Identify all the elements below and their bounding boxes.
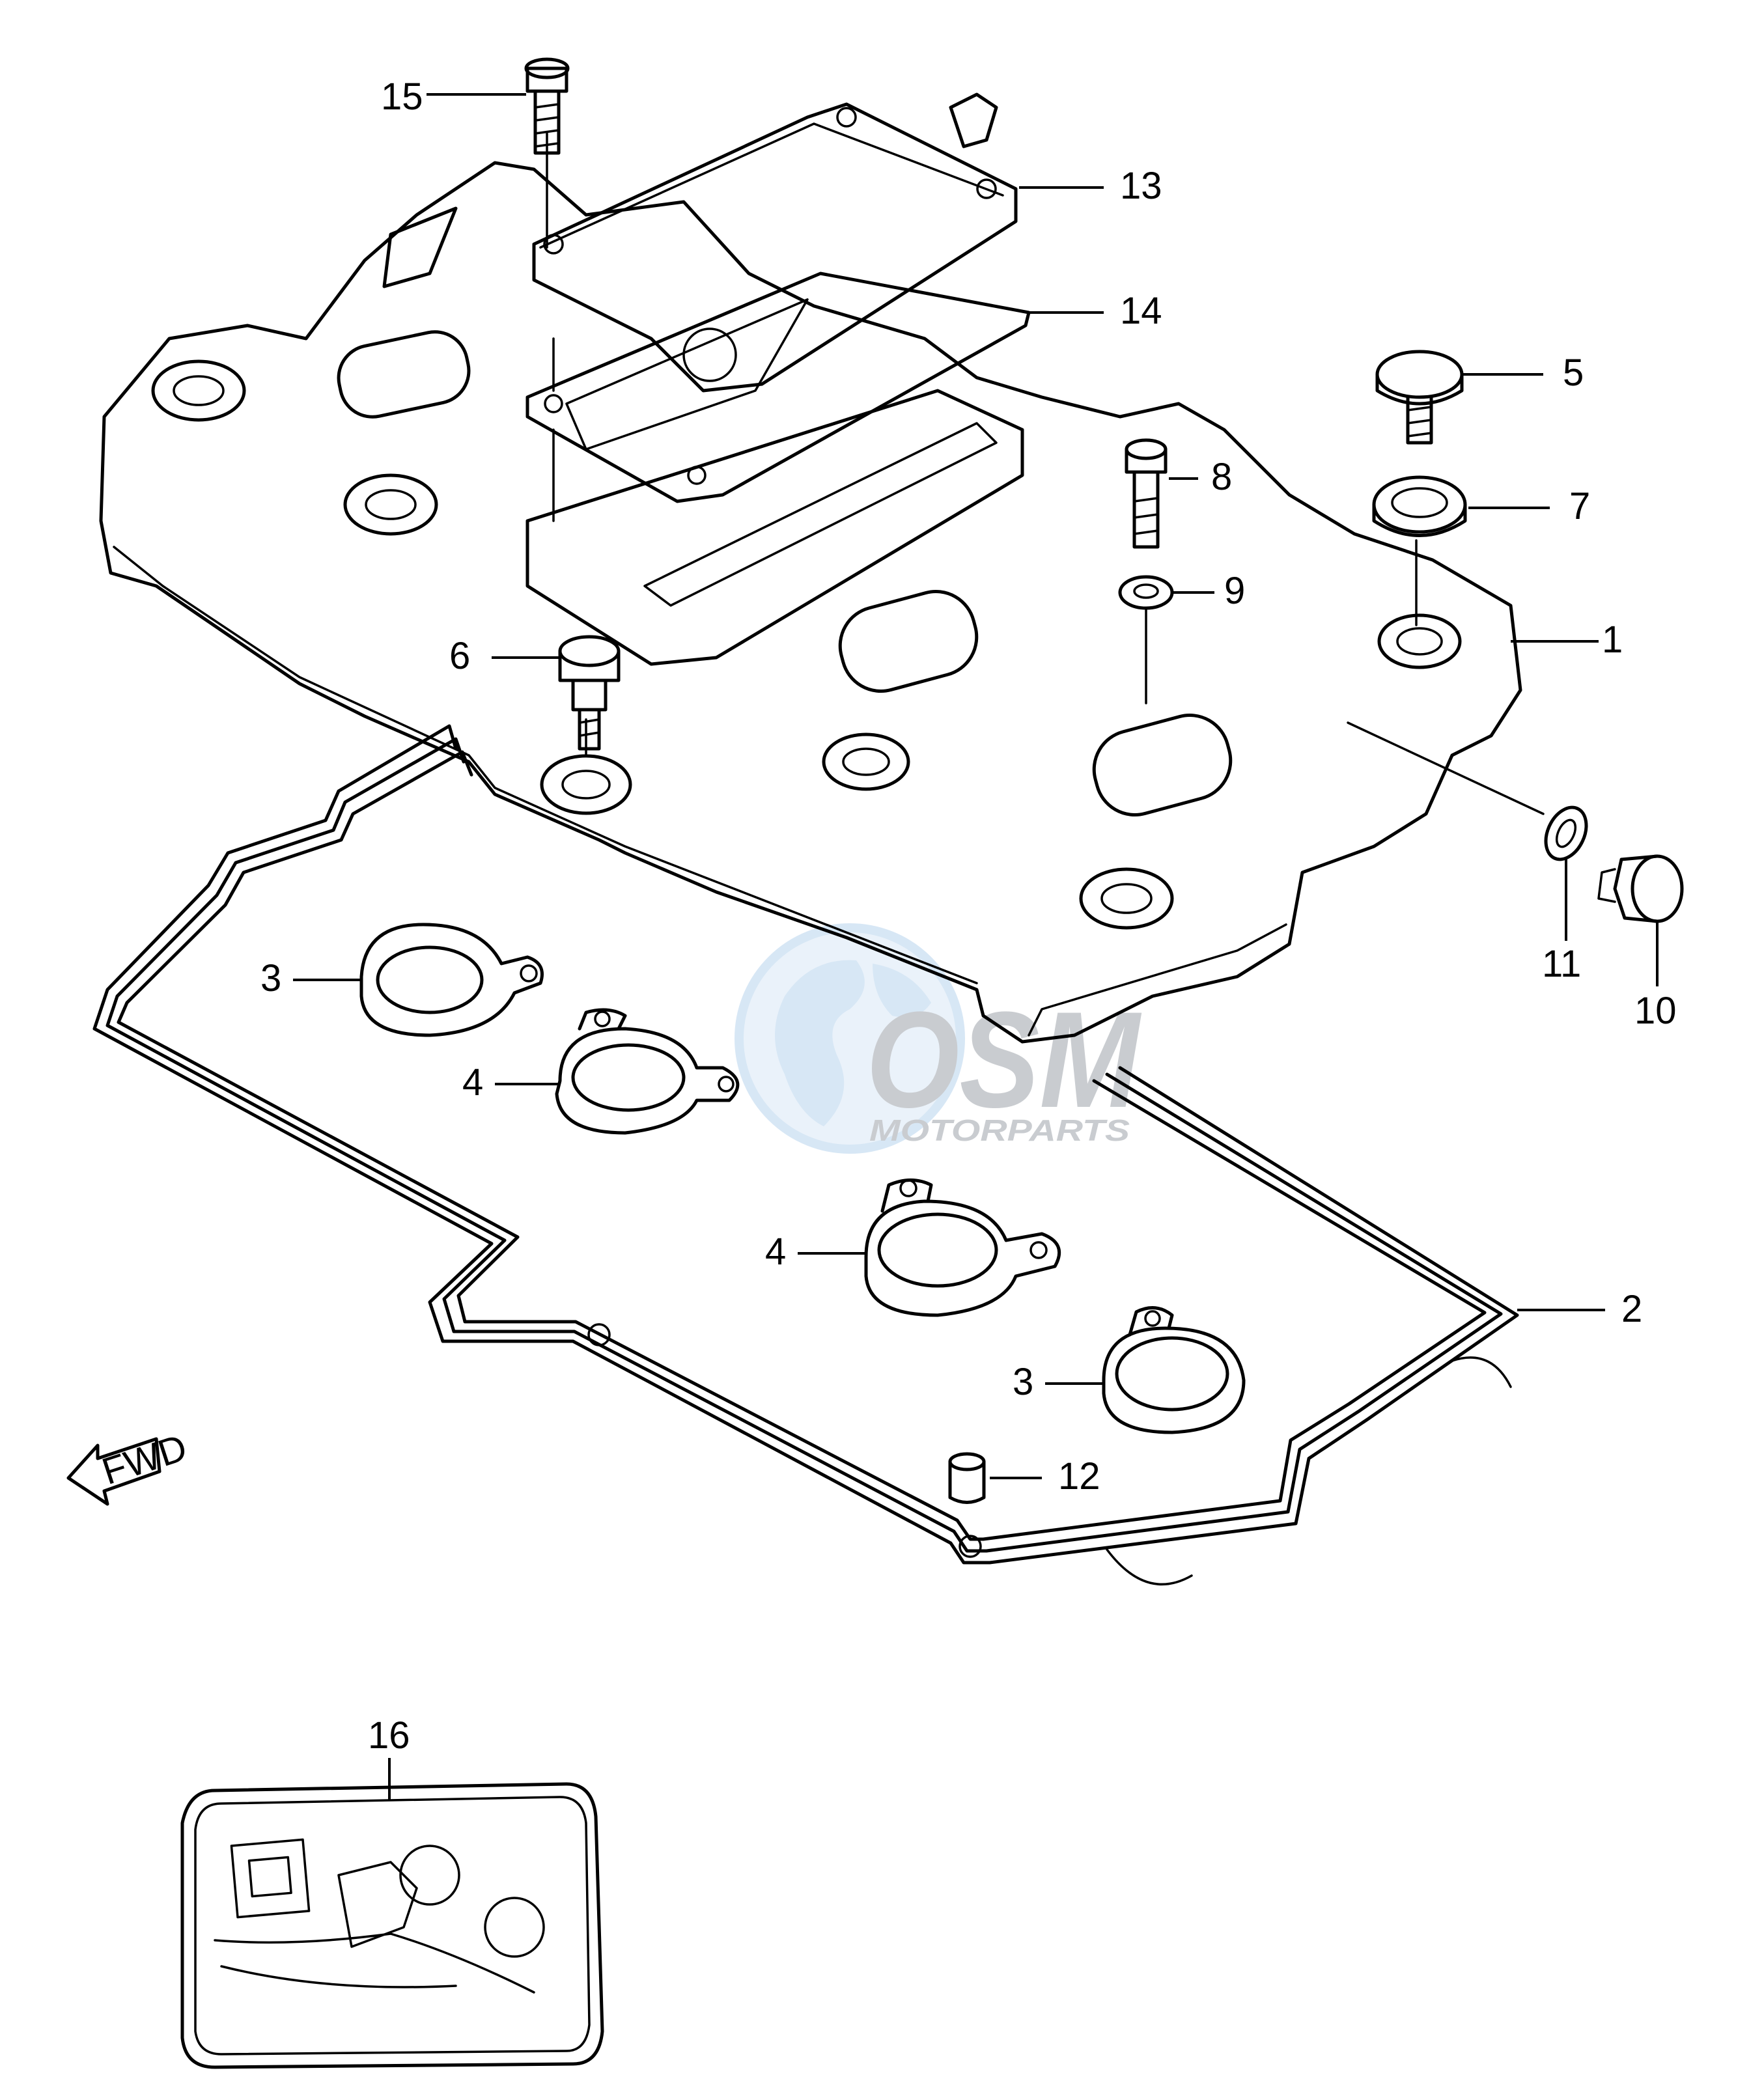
- breather-cover: [532, 92, 1018, 393]
- dowel-pin-12: [948, 1452, 986, 1504]
- plug-seal-3-upper: [359, 923, 544, 1037]
- callout-4-upper: 4: [462, 1061, 483, 1104]
- cover-bolt-hole: [151, 359, 246, 422]
- washer-9: [1118, 575, 1174, 610]
- callout-labels: 15 13 14 5 8 7 9 1 6 11 10 3 4 4 2 3 12 …: [260, 76, 1677, 1757]
- callout-6: 6: [449, 635, 470, 677]
- callout-11: 11: [1542, 943, 1581, 985]
- cover-bolt-hole: [343, 473, 438, 536]
- callout-9: 9: [1224, 570, 1245, 612]
- cylinder-head-cover-gasket: [92, 724, 1519, 1586]
- callout-12: 12: [1058, 1455, 1100, 1498]
- watermark-subtext: MOTORPARTS: [869, 1113, 1130, 1147]
- callout-1: 1: [1602, 619, 1623, 661]
- forward-direction-arrow: FWD: [66, 1426, 192, 1506]
- globe-icon: [735, 923, 965, 1154]
- cover-bolt-hole: [540, 754, 632, 815]
- cylinder-head-cover: [99, 161, 1522, 1044]
- cover-bolt-hole: [1377, 613, 1462, 669]
- cover-bolt-hole: [822, 732, 910, 791]
- bolt-8: [1125, 438, 1168, 549]
- callout-4-lower: 4: [765, 1231, 786, 1273]
- callout-10: 10: [1634, 990, 1677, 1032]
- plug-seal-4-upper: [555, 1008, 740, 1135]
- washer-11: [1544, 805, 1588, 861]
- bolt-15: [524, 57, 570, 155]
- watermark: OSM MOTORPARTS: [735, 923, 1142, 1154]
- callout-14: 14: [1120, 290, 1162, 332]
- callout-3-upper: 3: [260, 957, 281, 999]
- callout-13: 13: [1120, 165, 1162, 207]
- breather-cover-gasket: [525, 272, 1031, 503]
- watermark-logo-text: OSM: [866, 983, 1142, 1136]
- plug-10: [1597, 854, 1684, 923]
- grommet-7: [1372, 475, 1467, 537]
- callout-15: 15: [381, 76, 423, 118]
- gasket-set-16: [180, 1782, 604, 2069]
- bolt-6: [558, 635, 621, 751]
- callout-5: 5: [1563, 352, 1584, 394]
- callout-8: 8: [1211, 456, 1232, 498]
- cover-bolt-hole: [1079, 867, 1174, 930]
- plug-seal-3-lower: [1102, 1306, 1246, 1434]
- callout-3-lower: 3: [1013, 1361, 1033, 1403]
- plug-seal-4-lower: [864, 1178, 1061, 1317]
- alignment-lines: [546, 132, 1545, 815]
- callout-7: 7: [1569, 485, 1590, 527]
- leader-lines: [293, 93, 1659, 1800]
- callout-2: 2: [1621, 1288, 1642, 1330]
- screw-5: [1375, 350, 1464, 445]
- fwd-label: FWD: [97, 1426, 192, 1493]
- callout-16: 16: [368, 1714, 410, 1757]
